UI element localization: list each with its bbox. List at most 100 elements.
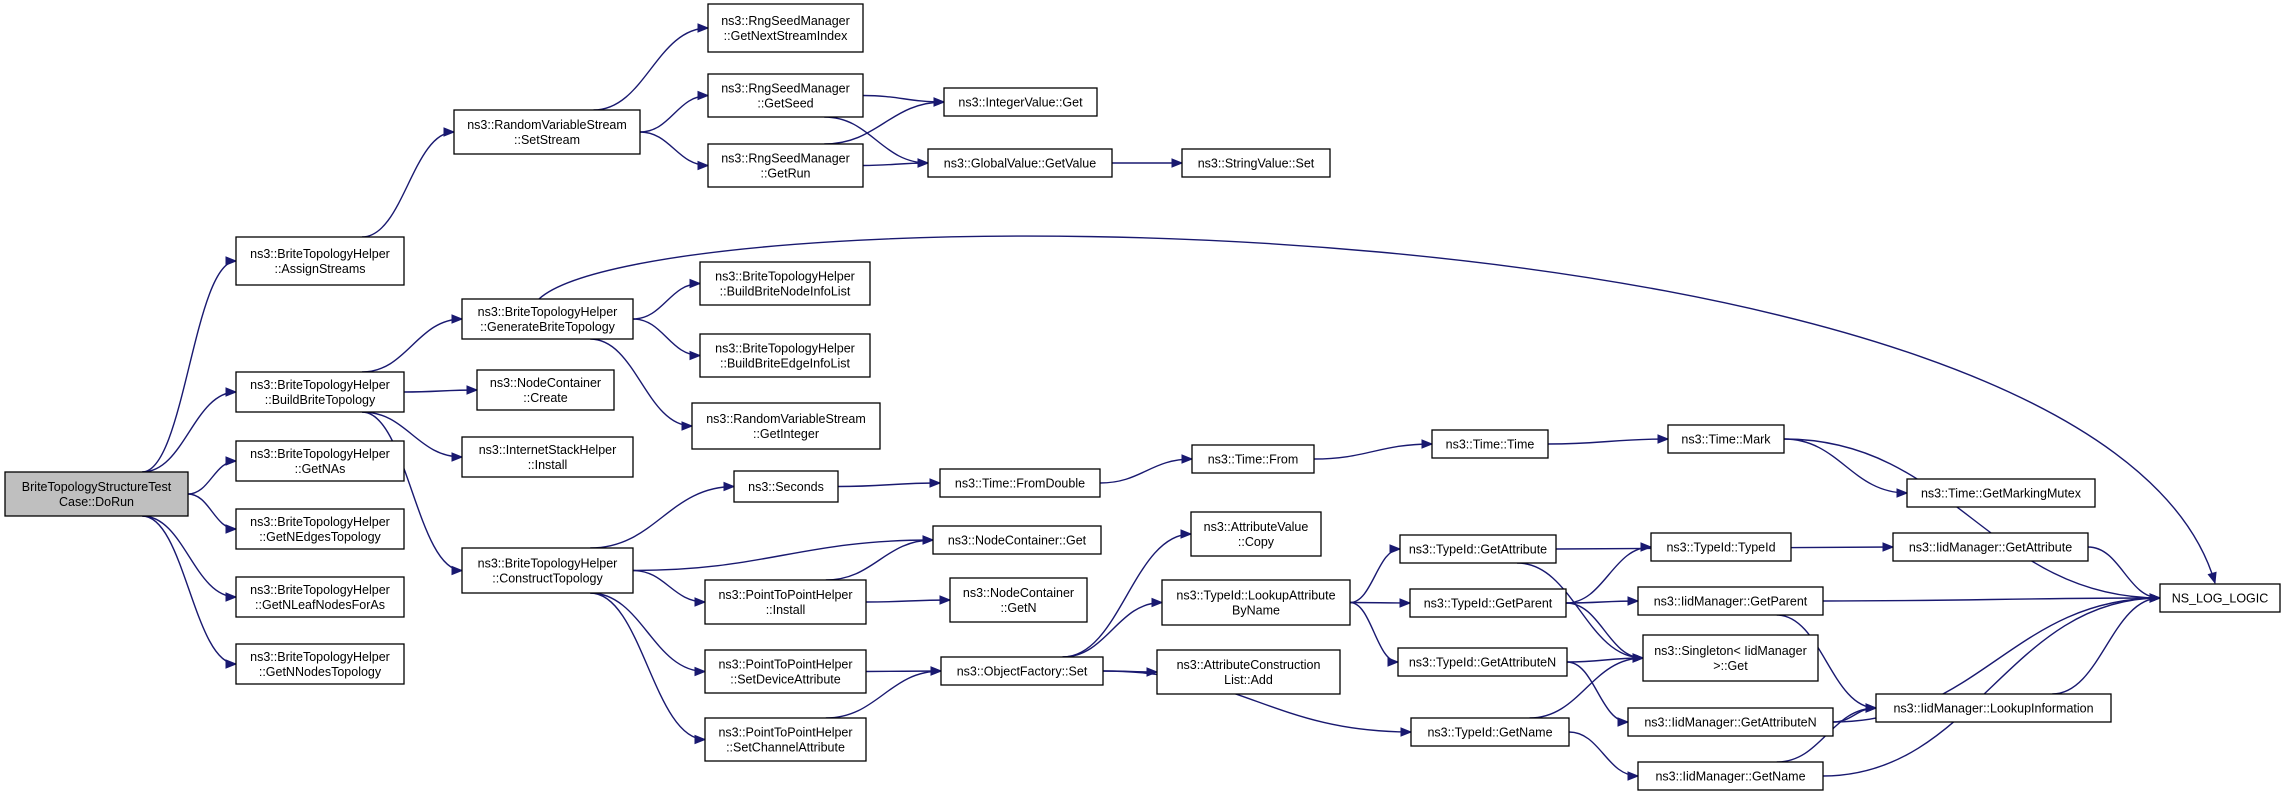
node-box xyxy=(1161,579,1351,626)
node-ns-log-logic[interactable]: NS_LOG_LOGIC xyxy=(2159,583,2281,613)
node-label: ns3::TypeId::GetName xyxy=(1427,726,1552,740)
arrow-head-icon xyxy=(933,97,946,107)
node-generate-brite[interactable]: ns3::BriteTopologyHelper::GenerateBriteT… xyxy=(461,298,634,340)
node-label: ns3::BriteTopologyHelper xyxy=(715,270,855,284)
node-typeid-getattribute[interactable]: ns3::TypeId::GetAttribute xyxy=(1399,534,1557,564)
node-internetstack-install[interactable]: ns3::InternetStackHelper::Install xyxy=(461,436,634,478)
node-label: ns3::TypeId::GetAttributeN xyxy=(1409,656,1556,670)
node-seconds[interactable]: ns3::Seconds xyxy=(733,470,839,503)
arrow-head-icon xyxy=(681,421,694,431)
call-edge-typeid-getparent-to-typeid-typeid xyxy=(1565,542,1653,604)
node-iid-getattributen[interactable]: ns3::IidManager::GetAttributeN xyxy=(1627,707,1834,737)
node-attributevalue-copy[interactable]: ns3::AttributeValue::Copy xyxy=(1190,511,1322,557)
call-edge-root-to-assign-streams xyxy=(142,256,238,473)
node-rng-get-seed[interactable]: ns3::RngSeedManager::GetSeed xyxy=(707,73,864,118)
edge-line xyxy=(1776,614,1877,709)
node-box xyxy=(1642,634,1819,682)
call-edge-time-mark-to-ns-log-logic xyxy=(1783,438,2162,603)
node-get-nas[interactable]: ns3::BriteTopologyHelper::GetNAs xyxy=(235,440,405,482)
node-box xyxy=(704,649,867,694)
node-label: ns3::BriteTopologyHelper xyxy=(478,557,618,571)
node-get-nleaf[interactable]: ns3::BriteTopologyHelper::GetNLeafNodesF… xyxy=(235,576,405,618)
call-edge-time-mark-to-time-marking-mutex xyxy=(1783,438,1909,498)
node-singleton-get[interactable]: ns3::Singleton< IidManager >::Get xyxy=(1642,634,1819,682)
node-p2p-install[interactable]: ns3::PointToPointHelper::Install xyxy=(704,579,867,625)
node-label: ns3::PointToPointHelper xyxy=(718,726,852,740)
node-typeid-getattributen[interactable]: ns3::TypeId::GetAttributeN xyxy=(1397,647,1568,677)
node-globalvalue-getvalue[interactable]: ns3::GlobalValue::GetValue xyxy=(927,148,1113,178)
node-get-nedges[interactable]: ns3::BriteTopologyHelper::GetNEdgesTopol… xyxy=(235,508,405,550)
node-time-mark[interactable]: ns3::Time::Mark xyxy=(1667,424,1785,454)
node-rng-next-stream[interactable]: ns3::RngSeedManager::GetNextStreamIndex xyxy=(707,3,864,53)
arrow-head-icon xyxy=(1627,771,1640,781)
node-rvs-setstream[interactable]: ns3::RandomVariableStream::SetStream xyxy=(453,109,641,155)
node-typeid-getparent[interactable]: ns3::TypeId::GetParent xyxy=(1409,588,1567,618)
node-label: ns3::IidManager::LookupInformation xyxy=(1893,702,2093,716)
node-construct-topology[interactable]: ns3::BriteTopologyHelper::ConstructTopol… xyxy=(461,547,634,594)
arrow-head-icon xyxy=(694,734,707,745)
call-edge-iid-getattribute-to-ns-log-logic xyxy=(2087,546,2162,603)
node-assign-streams[interactable]: ns3::BriteTopologyHelper::AssignStreams xyxy=(235,236,405,286)
arrow-head-icon xyxy=(225,456,238,466)
node-box xyxy=(1397,647,1568,677)
node-iid-getparent[interactable]: ns3::IidManager::GetParent xyxy=(1637,586,1824,616)
node-box xyxy=(733,470,839,503)
node-build-edge-info[interactable]: ns3::BriteTopologyHelper::BuildBriteEdge… xyxy=(699,333,871,378)
node-nodecontainer-getn[interactable]: ns3::NodeContainer::GetN xyxy=(949,577,1088,623)
node-label: ns3::TypeId::GetParent xyxy=(1424,597,1553,611)
arrow-head-icon xyxy=(1181,454,1194,464)
edge-line xyxy=(632,539,934,572)
node-rvs-getinteger[interactable]: ns3::RandomVariableStream::GetInteger xyxy=(691,402,881,450)
node-build-brite-topology[interactable]: ns3::BriteTopologyHelper::BuildBriteTopo… xyxy=(235,371,405,413)
node-box xyxy=(2159,583,2281,613)
node-label: ns3::BriteTopologyHelper xyxy=(250,247,390,261)
node-nodecontainer-create[interactable]: ns3::NodeContainer::Create xyxy=(476,369,615,411)
node-label: List::Add xyxy=(1224,673,1273,687)
node-label: ::GetNextStreamIndex xyxy=(724,29,848,43)
edge-line xyxy=(361,411,463,458)
node-rng-get-run[interactable]: ns3::RngSeedManager::GetRun xyxy=(707,143,864,188)
node-box xyxy=(1650,532,1792,562)
node-time-time[interactable]: ns3::Time::Time xyxy=(1431,429,1549,459)
node-typeid-getname[interactable]: ns3::TypeId::GetName xyxy=(1410,717,1570,747)
node-box xyxy=(699,261,871,306)
node-stringvalue-set[interactable]: ns3::StringValue::Set xyxy=(1181,148,1331,178)
edge-line xyxy=(1783,438,1908,494)
node-integervalue-get[interactable]: ns3::IntegerValue::Get xyxy=(943,87,1098,117)
node-box xyxy=(940,656,1104,686)
node-nodecontainer-get[interactable]: ns3::NodeContainer::Get xyxy=(932,525,1102,555)
call-edge-time-time-to-time-mark xyxy=(1547,434,1670,445)
node-time-from[interactable]: ns3::Time::From xyxy=(1191,444,1315,474)
function-nodes: BriteTopologyStructureTestCase::DoRunns3… xyxy=(4,3,2281,791)
arrow-head-icon xyxy=(225,592,238,602)
edge-line xyxy=(142,260,237,473)
node-label: ns3::BriteTopologyHelper xyxy=(250,583,390,597)
arrow-head-icon xyxy=(1657,434,1670,444)
arrow-head-icon xyxy=(1180,529,1193,539)
node-time-fromdouble[interactable]: ns3::Time::FromDouble xyxy=(939,468,1101,498)
node-label: ns3::AttributeValue xyxy=(1204,520,1309,534)
call-edge-rng-get-run-to-integervalue-get xyxy=(824,97,946,145)
node-p2p-set-device[interactable]: ns3::PointToPointHelper::SetDeviceAttrib… xyxy=(704,649,867,694)
call-edge-typeid-lookup-attr-to-typeid-getparent xyxy=(1349,598,1412,608)
node-iid-getattribute[interactable]: ns3::IidManager::GetAttribute xyxy=(1892,532,2089,562)
arrow-head-icon xyxy=(922,535,935,545)
node-typeid-typeid[interactable]: ns3::TypeId::TypeId xyxy=(1650,532,1792,562)
node-objectfactory-set[interactable]: ns3::ObjectFactory::Set xyxy=(940,656,1104,686)
arrow-head-icon xyxy=(1387,657,1400,667)
node-label: ns3::IidManager::GetName xyxy=(1655,770,1805,784)
node-label: ns3::PointToPointHelper xyxy=(718,658,852,672)
node-label: ns3::Time::FromDouble xyxy=(955,477,1085,491)
edge-line xyxy=(403,389,478,393)
node-iid-getname[interactable]: ns3::IidManager::GetName xyxy=(1637,761,1824,791)
node-get-nnodes[interactable]: ns3::BriteTopologyHelper::GetNNodesTopol… xyxy=(235,643,405,685)
node-iid-lookupinfo[interactable]: ns3::IidManager::LookupInformation xyxy=(1875,693,2112,723)
node-p2p-set-channel[interactable]: ns3::PointToPointHelper::SetChannelAttri… xyxy=(704,717,867,762)
call-edge-typeid-lookup-attr-to-typeid-getattribute xyxy=(1349,544,1402,604)
node-build-node-info[interactable]: ns3::BriteTopologyHelper::BuildBriteNode… xyxy=(699,261,871,306)
node-time-marking-mutex[interactable]: ns3::Time::GetMarkingMutex xyxy=(1906,478,2096,508)
call-edge-objectfactory-set-to-attributevalue-copy xyxy=(1062,529,1193,658)
